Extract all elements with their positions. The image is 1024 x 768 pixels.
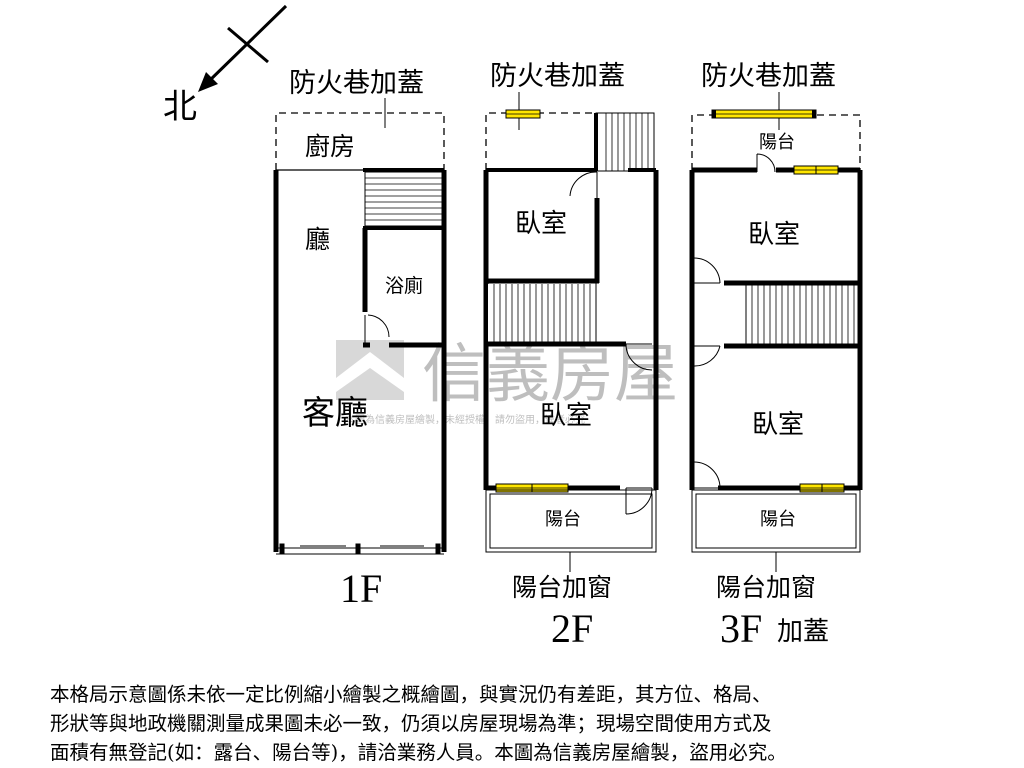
floor2-window-icon [505, 109, 541, 119]
floor3-bottom-label: 陽台加窗 [716, 573, 816, 602]
floor2-floor-label: 2F [551, 606, 593, 651]
floor3-bedroom2-door-icon [693, 345, 721, 367]
floor3-balcony-window-icon [799, 483, 845, 493]
floor2-top-label: 防火巷加蓋 [490, 61, 625, 92]
floor3-bedroom-door-icon [693, 257, 721, 284]
floor2-balcony-window-icon [495, 483, 569, 493]
floor2-exterior-stairs [594, 112, 655, 172]
floor1-front-door-icon [276, 543, 444, 555]
floor1-top-label: 防火巷加蓋 [289, 68, 424, 99]
compass: 北 [163, 4, 288, 127]
floor3-floor-label: 3F [720, 606, 762, 651]
floor2-bedroom-door-icon [569, 171, 598, 198]
floor2-bedroom-top-label: 臥室 [515, 209, 567, 239]
floor-2-plan: 防火巷加蓋 臥室 [483, 61, 659, 651]
floor3-bedroom-top-label: 臥室 [748, 220, 800, 250]
floor2-balcony [485, 489, 657, 553]
floor3-window-bedroom-icon [793, 165, 839, 175]
disclaimer-text: 本格局示意圖係未依一定比例縮小繪製之概繪圖，與實況仍有差距，其方位、格局、 形狀… [50, 680, 990, 767]
floor1-floor-label: 1F [340, 566, 382, 611]
floor-3-plan: 防火巷加蓋 陽台 臥室 [689, 61, 863, 651]
floor3-floor-suffix: 加蓋 [777, 617, 829, 647]
floor3-window-top-icon [711, 109, 817, 119]
watermark-small-text: 本圖為信義房屋繪製，未經授權，請勿盜用，違者必究 [345, 413, 585, 426]
floor3-balcony-top-label: 陽台 [759, 132, 795, 153]
disclaimer-line: 本格局示意圖係未依一定比例縮小繪製之概繪圖，與實況仍有差距，其方位、格局、 [50, 683, 772, 706]
floor1-hall-label: 廳 [305, 225, 330, 254]
floor1-living-label: 客廳 [302, 393, 368, 432]
floor2-bottom-label: 陽台加窗 [512, 573, 612, 602]
floor2-balcony-door-icon [625, 487, 653, 515]
floor2-bedroom-bottom-label: 臥室 [540, 401, 592, 431]
north-arrow-icon [198, 72, 218, 92]
disclaimer-line: 面積有無登記(如：露台、陽台等)，請洽業務人員。本圖為信義房屋繪製，盜用必究。 [50, 741, 787, 764]
floor-1-plan: 防火巷加蓋 廚房 廳 浴廁 客廳 [273, 68, 447, 611]
floor1-bath-door-icon [364, 314, 390, 345]
floor3-stairs [745, 285, 855, 344]
floor1-bath-label: 浴廁 [385, 274, 423, 297]
floor2-bedroom2-door-icon [624, 343, 653, 371]
floor3-balcony-door2-icon [693, 461, 721, 489]
watermark: 信義房屋 本圖為信義房屋繪製，未經授權，請勿盜用，違者必究 [336, 338, 678, 426]
disclaimer-line: 形狀等與地政機關測量成果圖未必一致，仍須以房屋現場為準；現場空間使用方式及 [50, 712, 772, 735]
floor3-balcony-label: 陽台 [760, 509, 796, 530]
watermark-logo-icon [336, 340, 404, 400]
floor1-kitchen-label: 廚房 [305, 132, 355, 161]
floor3-bedroom-bottom-label: 臥室 [752, 410, 804, 440]
floor2-balcony-label: 陽台 [545, 509, 581, 530]
floor1-stairs [364, 171, 443, 227]
floor-plan-diagram: 信義房屋 本圖為信義房屋繪製，未經授權，請勿盜用，違者必究 北 防火巷加蓋 廚房 [163, 4, 863, 651]
compass-north-label: 北 [163, 87, 197, 127]
floor3-balcony-door-icon [756, 153, 776, 173]
floor3-top-label: 防火巷加蓋 [701, 61, 836, 92]
watermark-brand: 信義房屋 [422, 338, 678, 412]
floor2-stairs [488, 282, 597, 343]
